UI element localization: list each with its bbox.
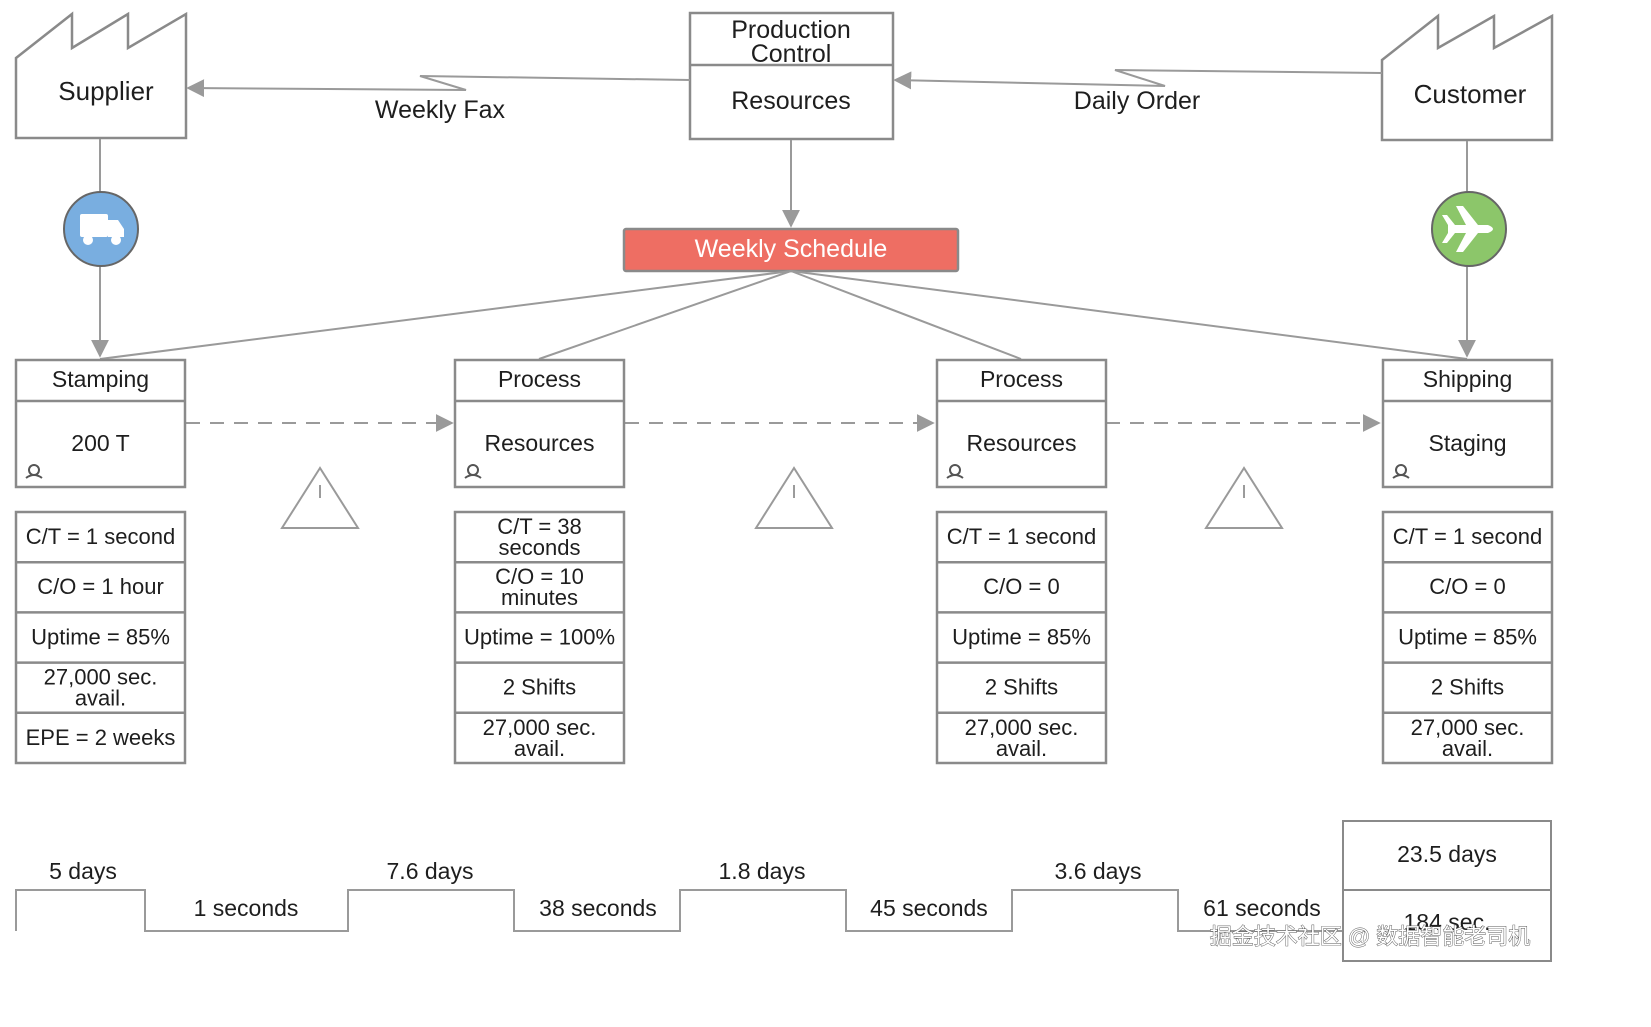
timeline-summary-box: 23.5 days 184 sec.: [1342, 820, 1552, 962]
inventory-triangle-icon: [754, 466, 834, 529]
process-box: Stamping 200 T: [14, 358, 187, 489]
svg-text:I: I: [791, 482, 796, 502]
factory-icon: [1380, 13, 1554, 142]
inventory-triangle-icon: [280, 466, 360, 529]
process-data-row: C/O = 1 hour: [37, 574, 164, 599]
truck-icon: [80, 214, 124, 245]
inventory-1: I: [280, 466, 360, 529]
supplier-label: Supplier: [58, 76, 154, 106]
weekly-schedule-box: Weekly Schedule: [622, 227, 960, 273]
operator-icon: [1392, 464, 1410, 479]
timeline-wait-time: 1.8 days: [719, 858, 806, 884]
supplier-factory: Supplier: [14, 11, 188, 140]
process-data-row: Uptime = 85%: [952, 624, 1091, 649]
process-body: Staging: [1428, 430, 1506, 456]
process-title: Process: [980, 366, 1063, 392]
process-data-row: C/O = 0: [983, 574, 1059, 599]
watermark: 掘金技术社区 @ 数据智能老司机: [1210, 924, 1531, 949]
inventory-3: I: [1204, 466, 1284, 529]
air-shipment: [1431, 191, 1507, 267]
process-data-row: C/O = 0: [1429, 574, 1505, 599]
process-data-row: 2 Shifts: [985, 675, 1058, 700]
process-title: Process: [498, 366, 581, 392]
timeline-processing-time: 38 seconds: [539, 895, 657, 921]
process-data-row: EPE = 2 weeks: [26, 725, 176, 750]
total-lead-time: 23.5 days: [1397, 841, 1497, 867]
production-control-body: Resources: [731, 87, 851, 115]
process-data-row: Uptime = 85%: [1398, 624, 1537, 649]
svg-text:I: I: [317, 482, 322, 502]
process-title: Stamping: [52, 366, 149, 392]
airplane-icon: [1442, 206, 1493, 252]
timeline-wait-time: 3.6 days: [1055, 858, 1142, 884]
weekly-fax-label: Weekly Fax: [375, 96, 506, 124]
timeline-processing-time: 61 seconds: [1203, 895, 1321, 921]
operator-icon: [946, 464, 964, 479]
process-data-row: Uptime = 85%: [31, 624, 170, 649]
process-data-row: Uptime = 100%: [464, 624, 615, 649]
process-body: Resources: [967, 430, 1077, 456]
timeline-ladder: 5 days 7.6 days 1.8 days 3.6 days 1 seconds 3…: [15, 820, 1552, 962]
process-data-row: 27,000 sec.avail.: [1411, 715, 1525, 761]
process-data-row: 2 Shifts: [503, 675, 576, 700]
daily-order-flow: Daily Order: [893, 69, 1383, 115]
process-data-row: C/T = 1 second: [26, 524, 175, 549]
process-data-row: 27,000 sec.avail.: [483, 715, 597, 761]
total-processing-time: 184 sec.: [1404, 909, 1491, 935]
process-data-row: 27,000 sec.avail.: [44, 665, 158, 711]
timeline-wait-time: 5 days: [49, 858, 117, 884]
operator-icon: [25, 464, 43, 479]
timeline-processing-time: 1 seconds: [194, 895, 299, 921]
factory-icon: [14, 11, 188, 140]
daily-order-label: Daily Order: [1074, 87, 1200, 115]
truck-shipment: [63, 191, 139, 267]
process-data-row: 27,000 sec.avail.: [965, 715, 1079, 761]
operator-icon: [464, 464, 482, 479]
process-body: Resources: [485, 430, 595, 456]
timeline-wait-time: 7.6 days: [387, 858, 474, 884]
inventory-2: I: [754, 466, 834, 529]
weekly-fax-flow: Weekly Fax: [186, 75, 691, 124]
svg-text:I: I: [1241, 482, 1246, 502]
schedule-links: [99, 270, 1468, 360]
process-data-row: C/T = 1 second: [947, 524, 1096, 549]
process-data-row: 2 Shifts: [1431, 675, 1504, 700]
customer-factory: Customer: [1380, 13, 1554, 142]
weekly-schedule-label: Weekly Schedule: [695, 235, 888, 263]
process-title: Shipping: [1423, 366, 1513, 392]
customer-label: Customer: [1414, 79, 1527, 109]
process-body: 200 T: [71, 430, 129, 456]
timeline-processing-time: 45 seconds: [870, 895, 988, 921]
process-data-row: C/T = 1 second: [1393, 524, 1542, 549]
inventory-triangle-icon: [1204, 466, 1284, 529]
